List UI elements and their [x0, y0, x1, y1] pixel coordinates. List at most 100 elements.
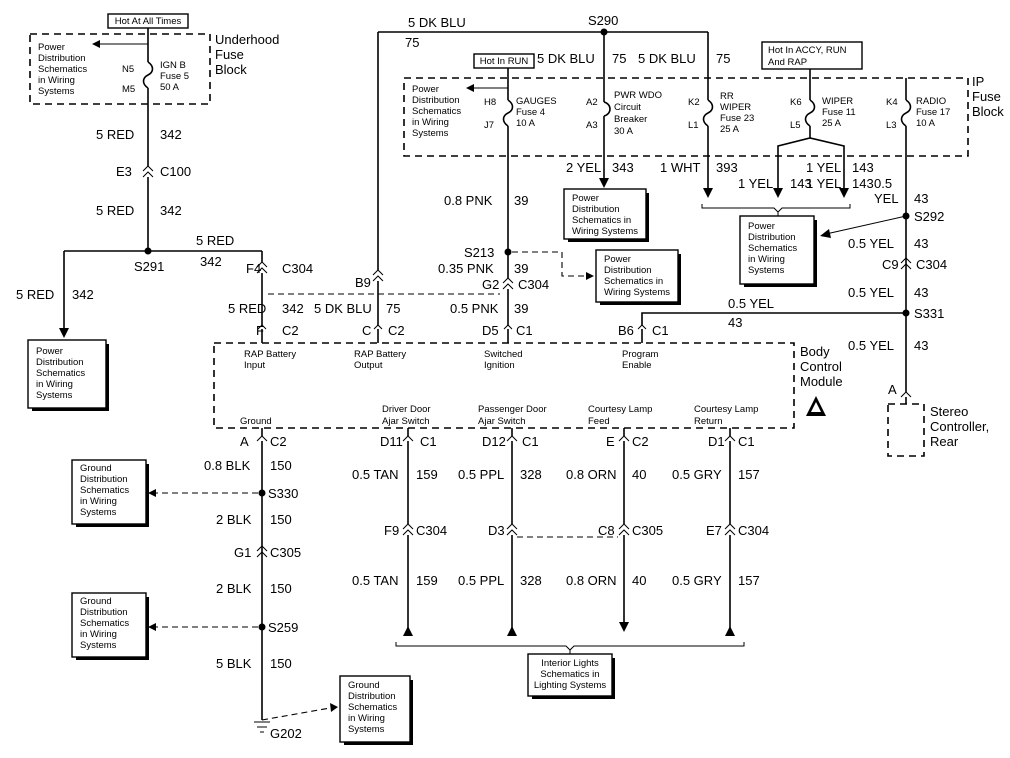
- hot-accy-label-2: And RAP: [768, 57, 807, 68]
- pds-right-3: Schematics: [748, 243, 797, 254]
- bcm-lamp-feed-1: Courtesy Lamp: [588, 404, 652, 415]
- pwrwdo-label-2: Circuit: [614, 102, 641, 113]
- arrow-down-icon: [703, 188, 713, 198]
- red-342-num-b: 342: [160, 203, 182, 218]
- yel-43-b-label: 0.5 YEL: [848, 236, 894, 251]
- ground-circuit: A C2 0.8 BLK 150 S330 Ground Distributio…: [71, 428, 413, 745]
- underhood-dashed-outline: [29, 33, 211, 105]
- dkblu-top-label: 5 DK BLU: [408, 15, 466, 30]
- stereo-title-3: Rear: [930, 434, 959, 449]
- connector-icon: [506, 523, 518, 536]
- yel-43-e-label: 0.5 YEL: [848, 338, 894, 353]
- lamp-wire2-num: 328: [520, 573, 542, 588]
- pnk-39-c-label: 0.5 PNK: [450, 301, 499, 316]
- lamp-circuit-feed: E C2 0.8 ORN 40 C8 C305 0.8 ORN 40: [566, 428, 663, 632]
- red-342-label-a: 5 RED: [96, 127, 134, 142]
- conn-c304-f4: C304: [282, 261, 313, 276]
- bcm-rap-out-1: RAP Battery: [354, 349, 406, 360]
- pds-s213-2: Distribution: [604, 265, 652, 276]
- red-bcm-label: 5 RED: [228, 301, 266, 316]
- arrow-down-icon: [619, 622, 629, 632]
- lamp-wire2-num: 40: [632, 573, 646, 588]
- ip-outputs: 2 YEL 343 Power Distribution Schematics …: [438, 156, 989, 457]
- bcm-conn-d5: C1: [516, 323, 533, 338]
- pds-left-5: Systems: [36, 390, 73, 401]
- gds2-5: Systems: [80, 640, 117, 651]
- lamp-circuit-driver: D11 C1 0.5 TAN 159 F9 C304 0.5 TAN 159: [352, 428, 447, 636]
- lamp-pin: E: [606, 434, 615, 449]
- hot-at-all-times-label: Hot At All Times: [115, 16, 182, 27]
- rrwiper-label-2: WIPER: [720, 102, 751, 113]
- fuse-icon: [804, 99, 816, 127]
- lamp-conn: C1: [738, 434, 755, 449]
- gds1-3: Schematics: [80, 485, 129, 496]
- fuse5-label-2: Fuse 5: [160, 71, 189, 82]
- gnd-pin-g1: G1: [234, 545, 251, 560]
- fuse-icon: [142, 61, 154, 89]
- gds2-4: in Wiring: [80, 629, 117, 640]
- pds-mid-4: Wiring Systems: [572, 226, 638, 237]
- bcm-prog-2: Enable: [622, 360, 652, 371]
- yel-43-b-num: 43: [914, 236, 928, 251]
- blk-150-c-num: 150: [270, 581, 292, 596]
- yel-343-label: 2 YEL: [566, 160, 601, 175]
- interior-lights-1: Interior Lights: [541, 658, 599, 669]
- brace-icon: [395, 642, 745, 651]
- gnd-conn-c305: C305: [270, 545, 301, 560]
- lamp-conn2: C304: [738, 523, 769, 538]
- breaker-icon: [603, 101, 611, 124]
- ip-pds-4: in Wiring: [412, 117, 449, 128]
- splice-s213-label: S213: [464, 245, 494, 260]
- pin-j7: J7: [484, 120, 494, 131]
- underhood-title-2: Fuse: [215, 47, 244, 62]
- arrow-icon: [820, 229, 831, 238]
- gds3-3: Schematics: [348, 702, 397, 713]
- bcm-ign-1: Switched: [484, 349, 523, 360]
- splice-s331-label: S331: [914, 306, 944, 321]
- red-bcm-num: 342: [282, 301, 304, 316]
- wht-393-label: 1 WHT: [660, 160, 701, 175]
- bcm-lamp-ret-2: Return: [694, 416, 723, 427]
- lamp-conn: C2: [632, 434, 649, 449]
- pds-right-1: Power: [748, 221, 775, 232]
- dkblu-a-label: 5 DK BLU: [537, 51, 595, 66]
- connector-icon: [724, 523, 736, 536]
- connector-icon: [502, 277, 514, 290]
- ip-title-1: IP: [972, 74, 984, 89]
- connector-icon: [256, 545, 268, 558]
- lamp-wire2-label: 0.5 TAN: [352, 573, 398, 588]
- ip-pds-1: Power: [412, 84, 439, 95]
- lamp-wire-num: 40: [632, 467, 646, 482]
- conn-c304-g2: C304: [518, 277, 549, 292]
- gauges-label-2: Fuse 4: [516, 107, 545, 118]
- lamp-wire2-label: 0.5 PPL: [458, 573, 504, 588]
- pds-left-1: Power: [36, 346, 63, 357]
- splice-s259-label: S259: [268, 620, 298, 635]
- blk-150-d-num: 150: [270, 656, 292, 671]
- yel-143-c-num: 143: [852, 176, 874, 191]
- arrow-up-icon: [507, 626, 517, 636]
- stereo-title-1: Stereo: [930, 404, 968, 419]
- lamp-pin: D11: [380, 434, 403, 449]
- ip-pds-3: Schematics: [412, 106, 461, 117]
- yel-43-c-label: 0.5 YEL: [848, 285, 894, 300]
- fuse-icon: [900, 99, 912, 127]
- pds-right-5: Systems: [748, 265, 785, 276]
- blk-150-c-label: 2 BLK: [216, 581, 252, 596]
- stereo-title-2: Controller,: [930, 419, 989, 434]
- wiper-label-2: Fuse 11: [822, 107, 856, 118]
- yel-43-c-num: 43: [914, 285, 928, 300]
- brace-icon: [701, 204, 851, 213]
- body-control-module: F C2 C C2 D5 C1 B6 C1 RAP Battery Input …: [213, 323, 843, 429]
- underhood-title-3: Block: [215, 62, 247, 77]
- yel-143-a-label: 1 YEL: [738, 176, 773, 191]
- lamp-wire-label: 0.5 TAN: [352, 467, 398, 482]
- pds-left-2: Distribution: [36, 357, 84, 368]
- pds-mid-2: Distribution: [572, 204, 620, 215]
- blk-150-a-label: 0.8 BLK: [204, 458, 251, 473]
- underhood-pds-4: in Wiring: [38, 75, 75, 86]
- pnk-39-b-label: 0.35 PNK: [438, 261, 494, 276]
- splice-s292-label: S292: [914, 209, 944, 224]
- pds-right-2: Distribution: [748, 232, 796, 243]
- fuse-icon: [502, 99, 514, 127]
